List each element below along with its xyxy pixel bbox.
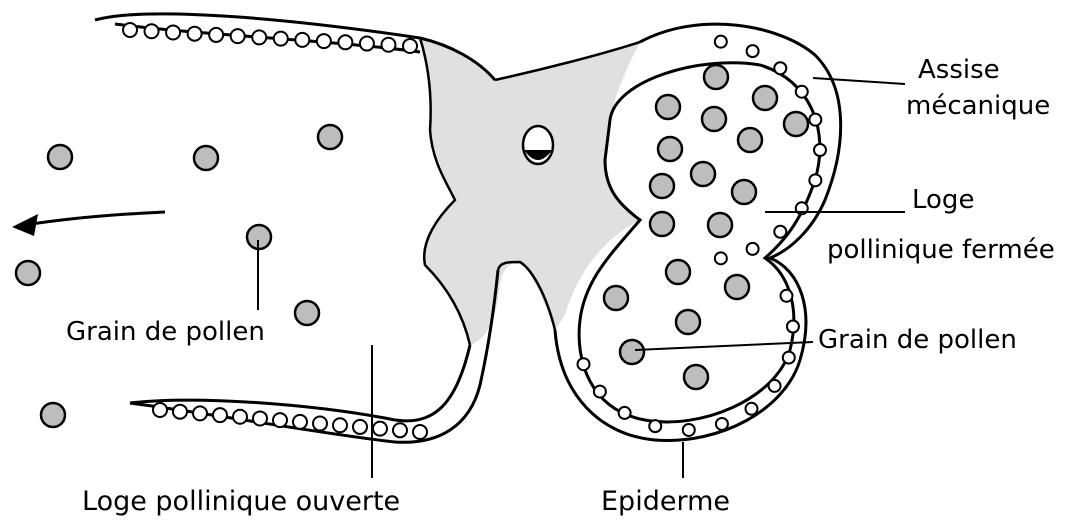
pollen-grain: [691, 162, 715, 186]
label-grain-left: Grain de pollen: [66, 317, 265, 347]
epidermis-cell: [353, 420, 367, 434]
epidermis-cell: [252, 30, 266, 44]
epidermis-cell: [313, 417, 327, 431]
epidermis-cell: [715, 252, 727, 264]
epidermis-cell: [809, 114, 821, 126]
label-epiderme: Epiderme: [601, 486, 730, 517]
pollen-grain: [650, 212, 674, 236]
epidermis-cell: [338, 35, 352, 49]
pollen-grain: [604, 286, 628, 310]
label-loge-fermee-line2: pollinique fermée: [827, 235, 1055, 265]
pollen-grain: [48, 145, 72, 169]
pollen-grain: [708, 213, 732, 237]
lower-wall-cells: [153, 403, 427, 439]
epidermis-cell: [166, 25, 180, 39]
epidermis-cell: [814, 144, 826, 156]
label-assise-line2: mécanique: [906, 91, 1050, 121]
open-loge-upper-wall-inner: [115, 24, 420, 52]
epidermis-cell: [619, 407, 631, 419]
pollen-grain: [16, 261, 40, 285]
pollen-grain: [650, 174, 674, 198]
epidermis-cell: [649, 420, 661, 432]
pollen-grain: [738, 128, 762, 152]
epidermis-cell: [774, 226, 786, 238]
pollen-grain: [194, 146, 218, 170]
epidermis-cell: [153, 403, 167, 417]
epidermis-cell: [683, 424, 695, 436]
vascular-bundle-icon: [523, 126, 553, 164]
epidermis-cell: [293, 415, 307, 429]
epidermis-cell: [747, 45, 759, 57]
epidermis-cell: [173, 405, 187, 419]
label-loge-fermee-line1: Loge: [912, 185, 974, 215]
left-arrow-icon: [12, 212, 165, 236]
pollen-grain: [725, 275, 749, 299]
epidermis-cell: [594, 386, 606, 398]
epidermis-cell: [188, 27, 202, 41]
leader-assise: [813, 78, 905, 84]
pollen-grain: [753, 86, 777, 110]
label-loge-ouverte: Loge pollinique ouverte: [82, 486, 400, 517]
epidermis-cell: [193, 406, 207, 420]
epidermis-cell: [403, 39, 417, 53]
label-grain-right: Grain de pollen: [818, 325, 1017, 355]
epidermis-cell: [796, 86, 808, 98]
epidermis-cell: [774, 62, 786, 74]
epidermis-cell: [715, 36, 727, 48]
pollen-grain: [666, 260, 690, 284]
epidermis-cell: [769, 380, 781, 392]
epidermis-cell: [745, 403, 757, 415]
epidermis-cell: [295, 33, 309, 47]
epidermis-cell: [209, 28, 223, 42]
epidermis-cell: [747, 243, 759, 255]
label-assise-line1: Assise: [918, 55, 1000, 85]
pollen-grain: [704, 65, 728, 89]
epidermis-cell: [783, 352, 795, 364]
epidermis-cell: [787, 321, 799, 333]
epidermis-cell: [578, 358, 590, 370]
epidermis-cell: [213, 408, 227, 422]
pollen-grain: [684, 365, 708, 389]
pollen-grain: [676, 310, 700, 334]
epidermis-cell: [780, 290, 792, 302]
epidermis-cell: [809, 174, 821, 186]
epidermis-cell: [123, 23, 137, 37]
epidermis-cell: [317, 34, 331, 48]
pollen-grain: [41, 403, 65, 427]
pollen-grain: [656, 95, 680, 119]
epidermis-cell: [274, 32, 288, 46]
epidermis-cell: [381, 38, 395, 52]
pollen-grain: [732, 180, 756, 204]
pollen-grain: [295, 301, 319, 325]
epidermis-cell: [373, 422, 387, 436]
pollen-grain: [318, 125, 342, 149]
epidermis-cell: [273, 413, 287, 427]
epidermis-cell: [231, 29, 245, 43]
pollen-grain: [702, 107, 726, 131]
epidermis-cell: [413, 425, 427, 439]
epidermis-cell: [716, 418, 728, 430]
epidermis-cell: [393, 423, 407, 437]
pollen-grain: [620, 340, 644, 364]
pollen-grain: [784, 112, 808, 136]
epidermis-cell: [233, 410, 247, 424]
pollen-grain: [658, 137, 682, 161]
epidermis-cell: [333, 418, 347, 432]
epidermis-cell: [360, 37, 374, 51]
epidermis-cell: [145, 24, 159, 38]
epidermis-cell: [253, 411, 267, 425]
